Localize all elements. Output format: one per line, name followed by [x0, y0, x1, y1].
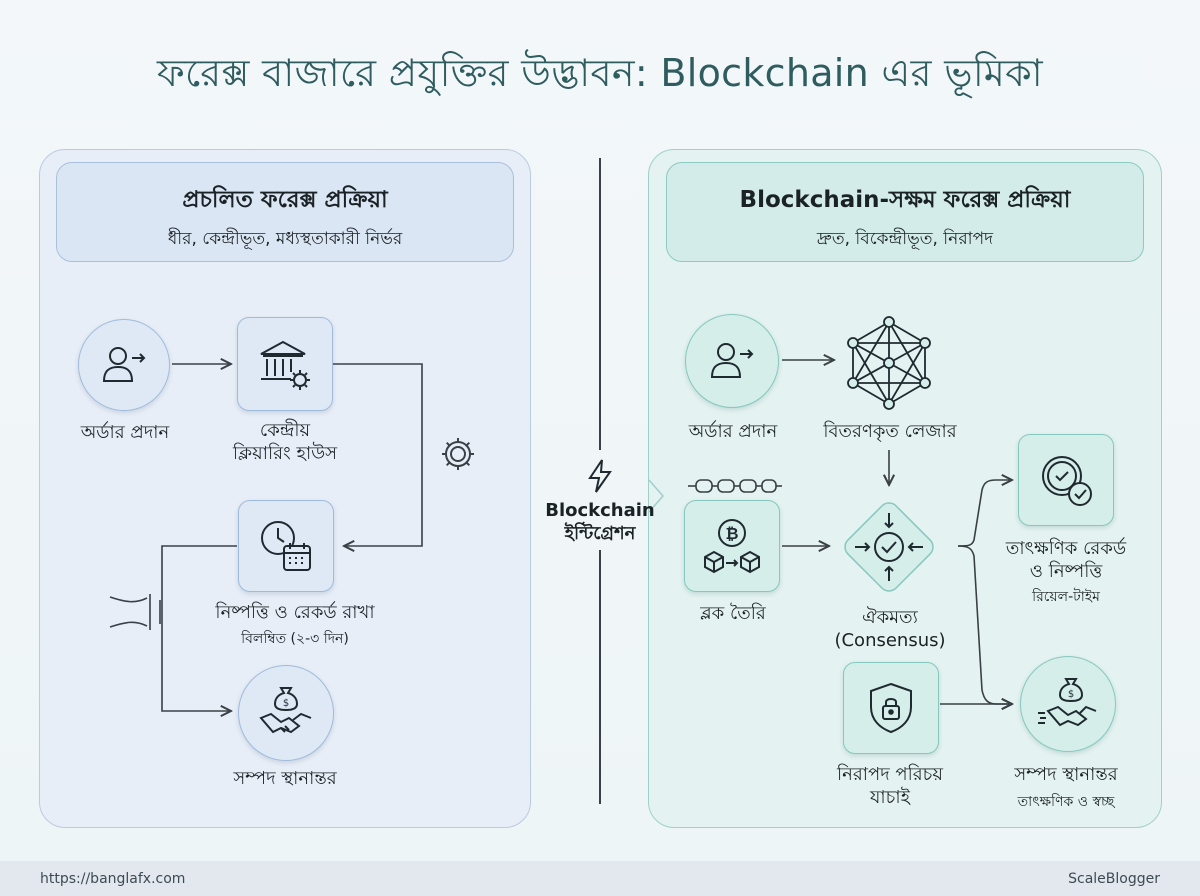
clock-check-icon — [1042, 456, 1092, 506]
blockchain-header: Blockchain-সক্ষম ফরেক্স প্রক্রিয়া দ্রুত… — [666, 162, 1144, 262]
ledger-label: বিতরণকৃত লেজার — [823, 421, 957, 442]
identity-line1: নিরাপদ পরিচয় — [837, 764, 943, 785]
gear-icon — [442, 438, 474, 470]
bitcoin-blocks-icon: ₿ — [704, 519, 760, 574]
clearing-house-label: কেন্দ্রীয় ক্লিয়ারিং হাউস — [200, 419, 370, 465]
svg-text:₿: ₿ — [725, 524, 738, 543]
network-icon — [847, 316, 931, 410]
clearing-line2: ক্লিয়ারিং হাউস — [232, 443, 338, 464]
traditional-heading: প্রচলিত ফরেক্স প্রক্রিয়া — [182, 187, 388, 213]
settlement-node — [238, 500, 334, 592]
consensus-label: ঐকমত্য (Consensus) — [800, 606, 980, 652]
blockchain-integration-label: Blockchain ইন্টিগ্রেশন — [535, 499, 665, 545]
clearing-house-node — [237, 317, 333, 411]
secure-identity-node — [843, 662, 939, 754]
handshake-money-icon: $ — [1038, 678, 1097, 727]
block-label: ব্লক তৈরি — [700, 603, 766, 624]
distributed-ledger-node — [840, 314, 938, 412]
page-title: ফরেক্স বাজারে প্রযুক্তির উদ্ভাবন: Blockc… — [156, 51, 1044, 95]
integration-line2: ইন্টিগ্রেশন — [564, 523, 636, 544]
identity-line2: যাচাই — [870, 787, 910, 808]
instant-note: রিয়েল-টাইম — [1032, 589, 1100, 605]
footer-url[interactable]: https://banglafx.com — [40, 871, 186, 887]
instant-line1: তাৎক্ষণিক রেকর্ড — [1005, 538, 1127, 559]
instant-record-node — [1018, 434, 1114, 526]
divider-top — [599, 158, 601, 450]
identity-label: নিরাপদ পরিচয় যাচাই — [800, 763, 980, 809]
traditional-header: প্রচলিত ফরেক্স প্রক্রিয়া ধীর, কেন্দ্রীভ… — [56, 162, 514, 262]
order-label-right: অর্ডার প্রদান — [688, 421, 778, 442]
clearing-line1: কেন্দ্রীয় — [259, 420, 311, 441]
transfer-label-left: সম্পদ স্থানান্তর — [233, 768, 337, 789]
consensus-line2: (Consensus) — [834, 630, 946, 651]
lightning-icon — [588, 459, 612, 493]
user-send-icon — [710, 343, 754, 378]
blockchain-heading: Blockchain-সক্ষম ফরেক্স প্রক্রিয়া — [739, 187, 1071, 213]
bank-gear-icon — [260, 340, 310, 390]
settlement-label: নিষ্পত্তি ও রেকর্ড রাখা — [215, 602, 375, 623]
order-node-right — [685, 314, 779, 408]
blockchain-subheading: দ্রুত, বিকেন্দ্রীভূত, নিরাপদ — [816, 229, 994, 249]
lightning-icon-wrap — [578, 456, 622, 496]
order-label-left: অর্ডার প্রদান — [80, 422, 170, 443]
gear-icon-standalone — [436, 432, 480, 476]
divider-bottom — [599, 550, 601, 804]
instant-line2: ও নিষ্পত্তি — [1029, 561, 1103, 582]
traditional-subheading: ধীর, কেন্দ্রীভূত, মধ্যস্থতাকারী নির্ভর — [167, 229, 403, 249]
block-creation-node: ₿ — [684, 500, 780, 592]
integration-line1: Blockchain — [545, 500, 655, 521]
chain-icon — [688, 479, 782, 493]
svg-text:$: $ — [1068, 689, 1074, 700]
transfer-node-right: $ — [1020, 656, 1116, 752]
settlement-note: বিলম্বিত (২-৩ দিন) — [241, 631, 349, 647]
footer-bar: https://banglafx.com ScaleBlogger — [0, 861, 1200, 896]
user-send-icon — [102, 347, 146, 382]
transfer-note-right: তাৎক্ষণিক ও স্বচ্ছ — [1017, 794, 1115, 810]
transfer-node-left: $ — [238, 665, 334, 761]
handshake-money-icon: $ — [259, 687, 312, 734]
footer-brand: ScaleBlogger — [1068, 871, 1160, 887]
shield-lock-icon — [870, 682, 912, 734]
consensus-node — [831, 489, 947, 605]
svg-text:$: $ — [283, 698, 289, 709]
consensus-diamond-icon — [844, 502, 934, 592]
consensus-line1: ঐকমত্য — [862, 607, 918, 628]
order-node-left — [78, 319, 170, 411]
clock-calendar-icon — [261, 521, 311, 571]
instant-record-label: তাৎক্ষণিক রেকর্ড ও নিষ্পত্তি — [976, 537, 1156, 583]
transfer-label-right: সম্পদ স্থানান্তর — [1014, 764, 1118, 785]
